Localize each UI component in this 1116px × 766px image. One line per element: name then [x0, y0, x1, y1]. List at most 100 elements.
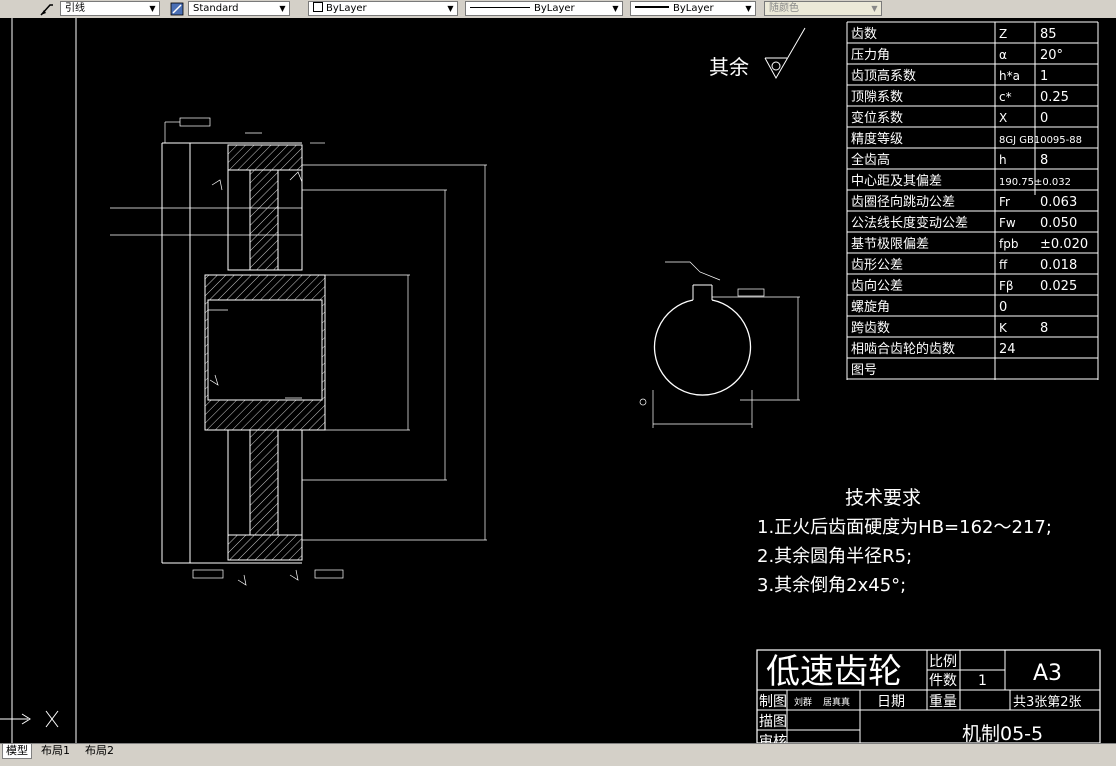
color-swatch-icon: [313, 2, 323, 12]
layer-value: ByLayer: [326, 3, 367, 14]
param-name: 齿数: [851, 27, 877, 42]
qty-value: 1: [978, 673, 987, 689]
param-value: 0.25: [1040, 90, 1069, 105]
lineweight-sample-icon: [635, 6, 669, 8]
param-value: 8: [1040, 321, 1048, 336]
tech-requirements-title: 技术要求: [845, 487, 921, 509]
param-name: 压力角: [851, 48, 890, 63]
linetype-sample-icon: [470, 7, 530, 8]
param-name: 全齿高: [851, 152, 890, 168]
param-value: 0.063: [1040, 195, 1077, 210]
tech-requirement-1: 1.正火后齿面硬度为HB=162～217;: [757, 517, 1052, 538]
param-name: 顶隙系数: [851, 90, 903, 105]
chevron-down-icon[interactable]: ▼: [871, 4, 878, 13]
trace-label: 描图: [759, 714, 787, 730]
param-name: 图号: [851, 363, 877, 378]
param-value: 8: [1040, 153, 1048, 168]
reviewer-name: 居真真: [823, 696, 850, 708]
chevron-down-icon[interactable]: ▼: [612, 4, 619, 13]
scale-label: 比例: [929, 654, 957, 670]
drawn-label: 制图: [759, 694, 787, 710]
text-style-icon[interactable]: [170, 2, 184, 16]
drawing-number: 机制05-5: [962, 723, 1043, 743]
param-value: 0.025: [1040, 279, 1077, 294]
param-name: 精度等级: [851, 131, 903, 147]
param-name: 齿圈径向跳动公差: [851, 194, 955, 210]
drafter-name: 刘群: [794, 696, 812, 708]
param-name: 变位系数: [851, 110, 903, 126]
drawing-svg: 其余 技术要求 1.正火后齿面硬度为HB=162～217; 2.其余圆角半径R5…: [0, 18, 1101, 750]
leader-icon[interactable]: [40, 2, 54, 16]
sheet-info: 共3张第2张: [1013, 695, 1082, 710]
param-symbol: Fw: [999, 216, 1016, 230]
tech-requirement-2: 2.其余圆角半径R5;: [757, 546, 912, 567]
ucs-icon: [0, 710, 59, 728]
param-value: 24: [999, 342, 1016, 357]
gear-hub-end-view: [639, 261, 800, 428]
param-symbol: c*: [999, 90, 1012, 104]
param-name: 螺旋角: [851, 300, 890, 315]
param-symbol: Z: [999, 27, 1007, 41]
param-value: 8GJ GB10095-88: [999, 135, 1082, 146]
param-value: 0.018: [1040, 258, 1077, 273]
chevron-down-icon[interactable]: ▼: [745, 4, 752, 13]
tab-model[interactable]: 模型: [2, 744, 32, 759]
param-value: 85: [1040, 27, 1057, 42]
sheet-size: A3: [1033, 661, 1062, 686]
plot-style-value: 随颜色: [769, 3, 799, 14]
weight-label: 重量: [929, 694, 957, 710]
layer-select[interactable]: ByLayer ▼: [308, 1, 458, 16]
chevron-down-icon[interactable]: ▼: [279, 4, 286, 13]
param-value: 0.050: [1040, 216, 1077, 231]
tab-layout2[interactable]: 布局2: [85, 744, 114, 757]
param-value: 1: [1040, 69, 1048, 84]
linetype-value: ByLayer: [534, 3, 575, 14]
param-symbol: Fr: [999, 195, 1010, 209]
parameter-table: 齿数 Z 85 压力角 α 20° 齿顶高系数 h*a 1 顶隙系数 c* 0.25 变位系数 X 0 精度等…: [847, 21, 1099, 380]
title-block: [756, 649, 1101, 744]
lineweight-select[interactable]: ByLayer ▼: [630, 1, 756, 16]
roughness-symbol: [764, 27, 806, 80]
text-style-value: Standard: [193, 3, 239, 14]
param-name: 齿形公差: [851, 258, 903, 273]
qty-label: 件数: [929, 673, 957, 689]
param-value: 0: [1040, 111, 1048, 126]
tab-layout1[interactable]: 布局1: [41, 744, 70, 757]
leader-style-value: 引线: [65, 3, 85, 14]
param-name: 公法线长度变动公差: [851, 215, 968, 231]
param-name: 齿顶高系数: [851, 68, 916, 84]
chevron-down-icon[interactable]: ▼: [447, 4, 454, 13]
param-value: 190.75±0.032: [999, 177, 1071, 188]
param-name: 跨齿数: [851, 321, 890, 336]
param-value: 20°: [1040, 48, 1063, 63]
param-name: 基节极限偏差: [851, 237, 929, 252]
param-symbol: ff: [999, 258, 1008, 272]
properties-toolbar: 引线 ▼ Standard ▼ ByLayer ▼ ByLayer ▼ ByLa…: [0, 0, 1116, 19]
lineweight-value: ByLayer: [673, 3, 714, 14]
gear-section-view: [110, 117, 487, 586]
part-name: 低速齿轮: [766, 652, 902, 692]
param-symbol: h: [999, 153, 1007, 167]
plot-style-select[interactable]: 随颜色 ▼: [764, 1, 882, 16]
text-style-select[interactable]: Standard ▼: [188, 1, 290, 16]
param-symbol: h*a: [999, 69, 1020, 83]
check-label: 审核: [759, 734, 787, 743]
drawing-canvas[interactable]: 其余 技术要求 1.正火后齿面硬度为HB=162～217; 2.其余圆角半径R5…: [0, 18, 1116, 750]
date-label: 日期: [877, 694, 905, 710]
param-symbol: fpb: [999, 237, 1018, 251]
layout-tab-bar: 模型 布局1 布局2: [0, 743, 1116, 766]
param-symbol: Fβ: [999, 279, 1014, 293]
param-symbol: α: [999, 48, 1007, 62]
param-name: 齿向公差: [851, 278, 903, 294]
chevron-down-icon[interactable]: ▼: [149, 4, 156, 13]
param-name: 中心距及其偏差: [851, 174, 942, 189]
leader-style-select[interactable]: 引线 ▼: [60, 1, 160, 16]
param-value: ±0.020: [1040, 237, 1088, 252]
param-symbol: K: [999, 321, 1008, 335]
linetype-select[interactable]: ByLayer ▼: [465, 1, 623, 16]
param-name: 相啮合齿轮的齿数: [851, 341, 955, 357]
tech-requirement-3: 3.其余倒角2x45°;: [757, 575, 906, 596]
param-value: 0: [999, 300, 1007, 315]
surface-finish-note: 其余: [709, 55, 749, 79]
param-symbol: X: [999, 111, 1007, 125]
